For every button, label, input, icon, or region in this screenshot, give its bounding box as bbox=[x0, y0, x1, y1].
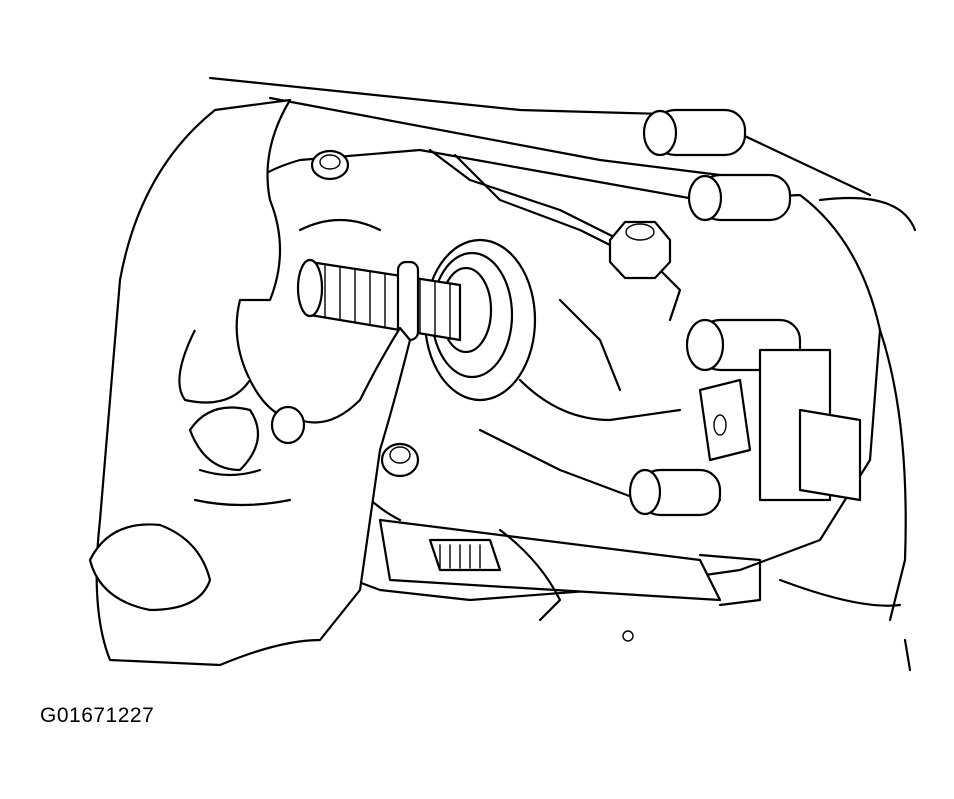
mounting-bolt-top-left bbox=[310, 149, 350, 181]
housing-bosses bbox=[628, 108, 802, 517]
electrical-connector bbox=[698, 348, 862, 502]
technician-hand bbox=[88, 98, 412, 667]
lower-bracket bbox=[378, 518, 762, 642]
figure-id-label: G01671227 bbox=[40, 704, 155, 727]
mounting-bolt-center bbox=[608, 220, 672, 280]
mounting-bolt-lower bbox=[380, 442, 420, 478]
splined-shaft bbox=[296, 258, 462, 342]
